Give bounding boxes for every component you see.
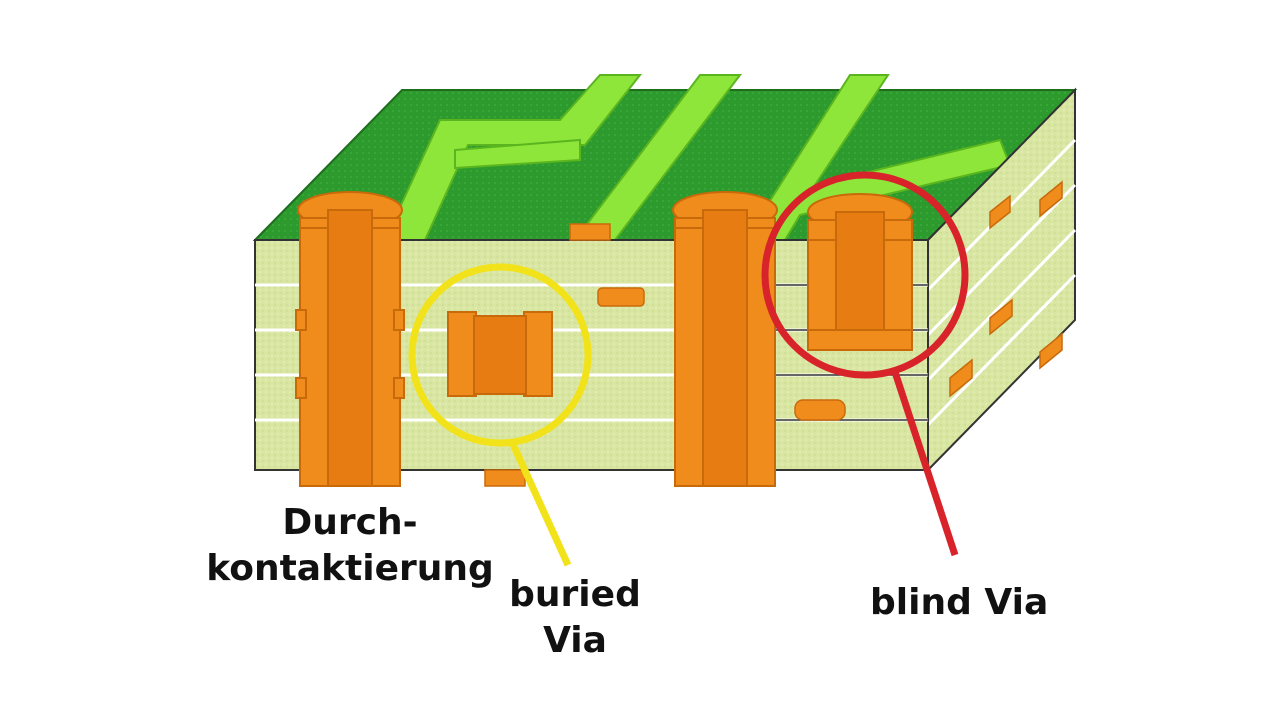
right-face-pads — [949, 180, 1063, 398]
buried-via — [447, 311, 553, 397]
buried-via-label: buried Via — [490, 572, 660, 664]
buried-via-label-line2: Via — [543, 620, 607, 661]
inner-pads — [484, 223, 846, 487]
through-via-label-line2: kontaktierung — [206, 548, 494, 589]
blind-via-highlight-circle — [761, 171, 969, 379]
buried-via-pointer — [508, 440, 572, 567]
through-via-left — [295, 191, 405, 487]
top-traces — [383, 74, 1012, 241]
buried-via-label-line1: buried — [509, 574, 641, 615]
through-via-label: Durch- kontaktierung — [200, 500, 500, 592]
through-via-label-line1: Durch- — [282, 502, 418, 543]
blind-via-pointer — [891, 370, 959, 557]
through-via-right — [672, 191, 778, 487]
blind-via-label: blind Via — [870, 582, 1049, 623]
blind-via — [807, 193, 913, 351]
buried-via-highlight-circle — [408, 263, 592, 447]
